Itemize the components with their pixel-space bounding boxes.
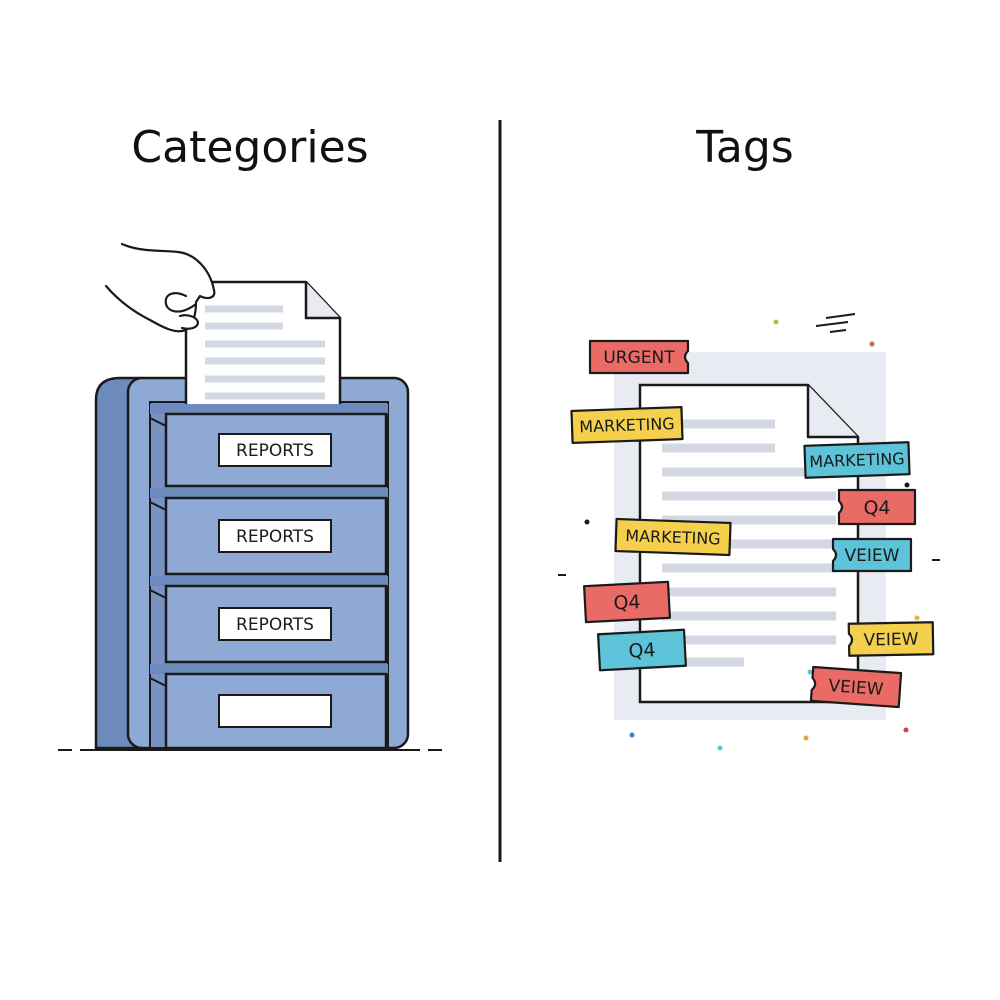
inserted-document bbox=[184, 280, 342, 414]
tag-label: MARKETING bbox=[809, 449, 905, 471]
tag-shape bbox=[809, 665, 903, 709]
tag: URGENT bbox=[588, 339, 690, 375]
drawer-label-card bbox=[218, 519, 332, 553]
document-fold bbox=[806, 385, 858, 439]
drawer bbox=[149, 664, 388, 750]
tag-label: URGENT bbox=[603, 348, 675, 368]
tag-shape bbox=[583, 580, 671, 624]
drawer: REPORTS bbox=[149, 404, 388, 488]
tag-label: Q4 bbox=[613, 591, 641, 614]
tag: VEIEW bbox=[831, 537, 913, 573]
tag-shape bbox=[837, 488, 917, 526]
tag-shape bbox=[803, 441, 911, 479]
tag-shape bbox=[570, 405, 684, 445]
tag-shape bbox=[847, 621, 935, 657]
tag-label: MARKETING bbox=[579, 414, 675, 436]
tag: Q4 bbox=[597, 628, 687, 672]
categories-heading: Categories bbox=[131, 122, 369, 173]
tag-label: Q4 bbox=[863, 497, 890, 519]
hand-icon bbox=[104, 242, 216, 333]
tagged-document: URGENTMARKETINGMARKETINGQ4MARKETINGVEIEW… bbox=[558, 313, 940, 751]
tag-label: VEIEW bbox=[828, 676, 884, 700]
drawer-gap bbox=[150, 488, 388, 498]
drawer-gap bbox=[150, 576, 388, 586]
tag: MARKETING bbox=[570, 405, 684, 445]
tag: MARKETING bbox=[614, 517, 732, 557]
tag: VEIEW bbox=[809, 665, 903, 709]
tag-cluster: URGENTMARKETINGMARKETINGQ4MARKETINGVEIEW… bbox=[570, 339, 935, 709]
drawer-label-card bbox=[218, 433, 332, 467]
drawer-label: REPORTS bbox=[236, 527, 314, 547]
tag-shape bbox=[831, 537, 913, 573]
tag-shape bbox=[597, 628, 687, 672]
drawer-label: REPORTS bbox=[236, 441, 314, 461]
drawer-label-card bbox=[218, 694, 332, 728]
drawer: REPORTS bbox=[149, 488, 388, 576]
tag: Q4 bbox=[837, 488, 917, 526]
sparkle-decorations bbox=[558, 313, 940, 751]
tag-label: VEIEW bbox=[863, 630, 918, 651]
drawer-gap bbox=[150, 404, 388, 414]
tags-heading: Tags bbox=[696, 122, 794, 173]
drawer-stack: REPORTS REPORTS REPORTS bbox=[149, 404, 388, 750]
tag-label: Q4 bbox=[628, 639, 656, 662]
tag-shape bbox=[614, 517, 732, 557]
drawer-label-card bbox=[218, 607, 332, 641]
tag: Q4 bbox=[583, 580, 671, 624]
filing-cabinet: REPORTS REPORTS REPORTS bbox=[58, 242, 442, 751]
drawer-gap bbox=[150, 664, 388, 674]
tag-shape bbox=[588, 339, 690, 375]
tag-label: MARKETING bbox=[625, 526, 721, 548]
drawer-label: REPORTS bbox=[236, 615, 314, 635]
drawer: REPORTS bbox=[149, 576, 388, 664]
tag: VEIEW bbox=[847, 621, 935, 657]
tag-label: VEIEW bbox=[845, 546, 900, 566]
tag: MARKETING bbox=[803, 441, 911, 479]
